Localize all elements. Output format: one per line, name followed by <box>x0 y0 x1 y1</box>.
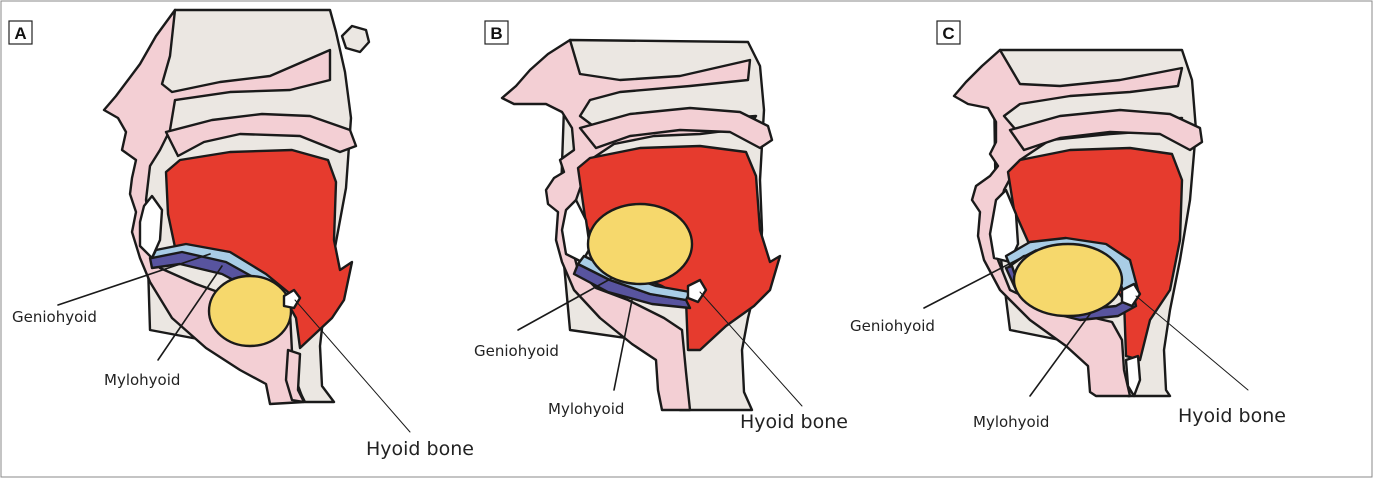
panel-c-label: C <box>942 24 954 43</box>
panel-a-geniohyoid-label: Geniohyoid <box>12 308 97 326</box>
panel-c-label-box: C <box>937 21 960 44</box>
panel-a-mylohyoid-label: Mylohyoid <box>104 371 180 389</box>
panel-b: B Geniohyoid Mylohyoid Hyoid bone <box>474 21 848 433</box>
panel-c: C Geniohyoid Mylohyoid Hyoid bone <box>850 21 1286 431</box>
panel-b-label-box: B <box>485 21 508 44</box>
panel-b-mylohyoid-label: Mylohyoid <box>548 400 624 418</box>
panel-b-hyoid-label: Hyoid bone <box>740 411 848 433</box>
panel-c-geniohyoid-label: Geniohyoid <box>850 317 935 335</box>
panel-c-mass <box>1014 244 1122 316</box>
panel-a-label: A <box>14 24 26 43</box>
panel-a-nasal-bone <box>342 26 369 52</box>
panel-a-hyoid-label: Hyoid bone <box>366 438 474 460</box>
panel-a-label-box: A <box>9 21 32 44</box>
panel-a: A Geniohyoid Mylohyoid Hyoid bone <box>9 10 474 460</box>
panel-b-mass <box>588 204 692 284</box>
panel-b-geniohyoid-label: Geniohyoid <box>474 342 559 360</box>
panel-b-label: B <box>490 24 502 43</box>
panel-a-mass <box>209 276 291 346</box>
panel-c-mylohyoid-label: Mylohyoid <box>973 413 1049 431</box>
panel-c-hyoid-label: Hyoid bone <box>1178 405 1286 427</box>
